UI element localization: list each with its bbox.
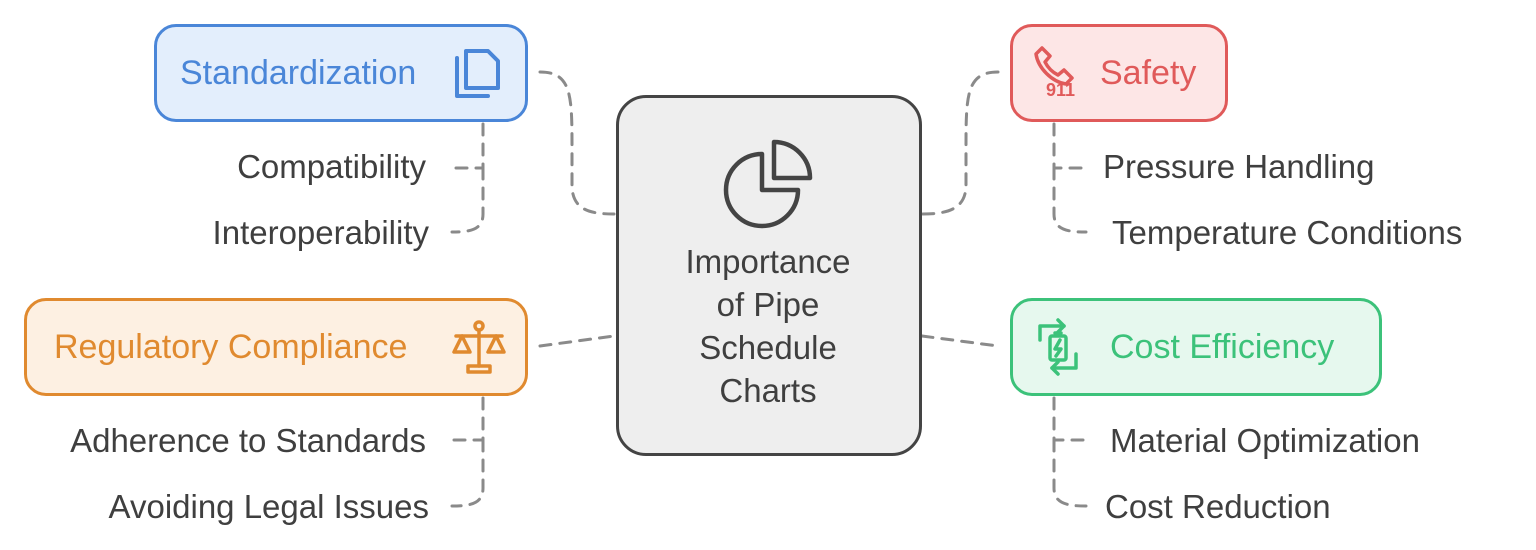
connector-compatibility	[450, 122, 485, 170]
cost-efficiency-label: Cost Efficiency	[1110, 328, 1335, 366]
standardization-label: Standardization	[180, 54, 417, 92]
connector-pressure-handling	[1052, 122, 1088, 170]
temperature-conditions-item: Temperature Conditions	[1112, 214, 1463, 251]
connector-interoperability	[450, 166, 485, 234]
interoperability-item: Interoperability	[212, 214, 429, 251]
connector-adherence	[450, 396, 485, 442]
center-node	[616, 95, 922, 456]
safety-label: Safety	[1100, 54, 1197, 92]
adherence-item: Adherence to Standards	[70, 422, 426, 459]
connector-legal	[450, 438, 485, 508]
pie-chart-icon	[723, 139, 813, 229]
connector-cost-reduction	[1052, 438, 1088, 508]
connector-temperature	[1052, 166, 1088, 234]
cost-reduction-item: Cost Reduction	[1105, 488, 1331, 525]
connector-safety	[920, 70, 1000, 216]
regulatory-compliance-label: Regulatory Compliance	[54, 328, 408, 366]
center-title: Importance of Pipe Schedule Charts	[618, 240, 918, 412]
scales-icon	[452, 320, 506, 374]
regulatory-compliance-node	[24, 298, 528, 396]
cost-efficiency-node	[1010, 298, 1382, 396]
connector-cost	[920, 334, 1000, 348]
material-optimization-item: Material Optimization	[1110, 422, 1420, 459]
pressure-handling-item: Pressure Handling	[1103, 148, 1375, 185]
center-title-line: Importance	[685, 243, 851, 280]
svg-text:911: 911	[1046, 80, 1075, 100]
emergency-call-911-icon: 911	[1034, 46, 1075, 100]
center-title-line: Charts	[719, 372, 817, 409]
center-title-line: of Pipe	[716, 286, 820, 323]
connector-material	[1052, 396, 1088, 442]
battery-recycle-icon	[1038, 318, 1078, 376]
connector-standardization	[538, 70, 616, 216]
avoiding-legal-issues-item: Avoiding Legal Issues	[108, 488, 429, 525]
center-title-line: Schedule	[699, 329, 837, 366]
document-copy-icon	[455, 49, 500, 98]
connector-regulatory	[538, 334, 616, 348]
compatibility-item: Compatibility	[237, 148, 426, 185]
